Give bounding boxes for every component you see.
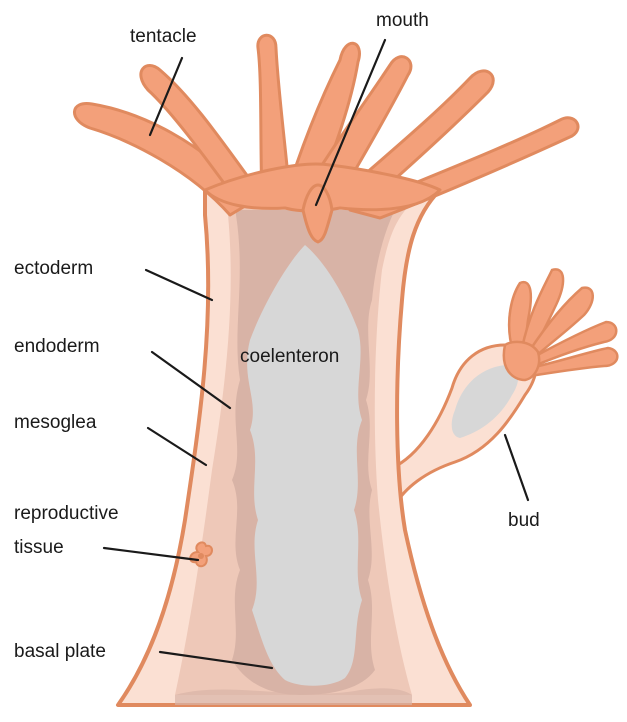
tentacle-crown xyxy=(74,35,578,242)
bud-tentacles xyxy=(504,269,618,380)
label-mouth: mouth xyxy=(376,10,429,31)
coelenteron-cavity xyxy=(247,245,362,686)
label-ectoderm: ectoderm xyxy=(14,258,93,279)
leader-ectoderm xyxy=(146,270,212,300)
label-mesoglea: mesoglea xyxy=(14,412,97,433)
bud-head xyxy=(504,342,539,380)
label-bud: bud xyxy=(508,510,540,531)
bud-structure xyxy=(392,269,617,505)
label-reproductive-line1: reproductive xyxy=(14,503,119,524)
label-endoderm: endoderm xyxy=(14,336,100,357)
label-coelenteron: coelenteron xyxy=(240,346,339,367)
leader-bud xyxy=(505,435,528,500)
label-tentacle: tentacle xyxy=(130,26,197,47)
label-reproductive-line2: tissue xyxy=(14,537,64,558)
label-basal-plate: basal plate xyxy=(14,641,106,662)
